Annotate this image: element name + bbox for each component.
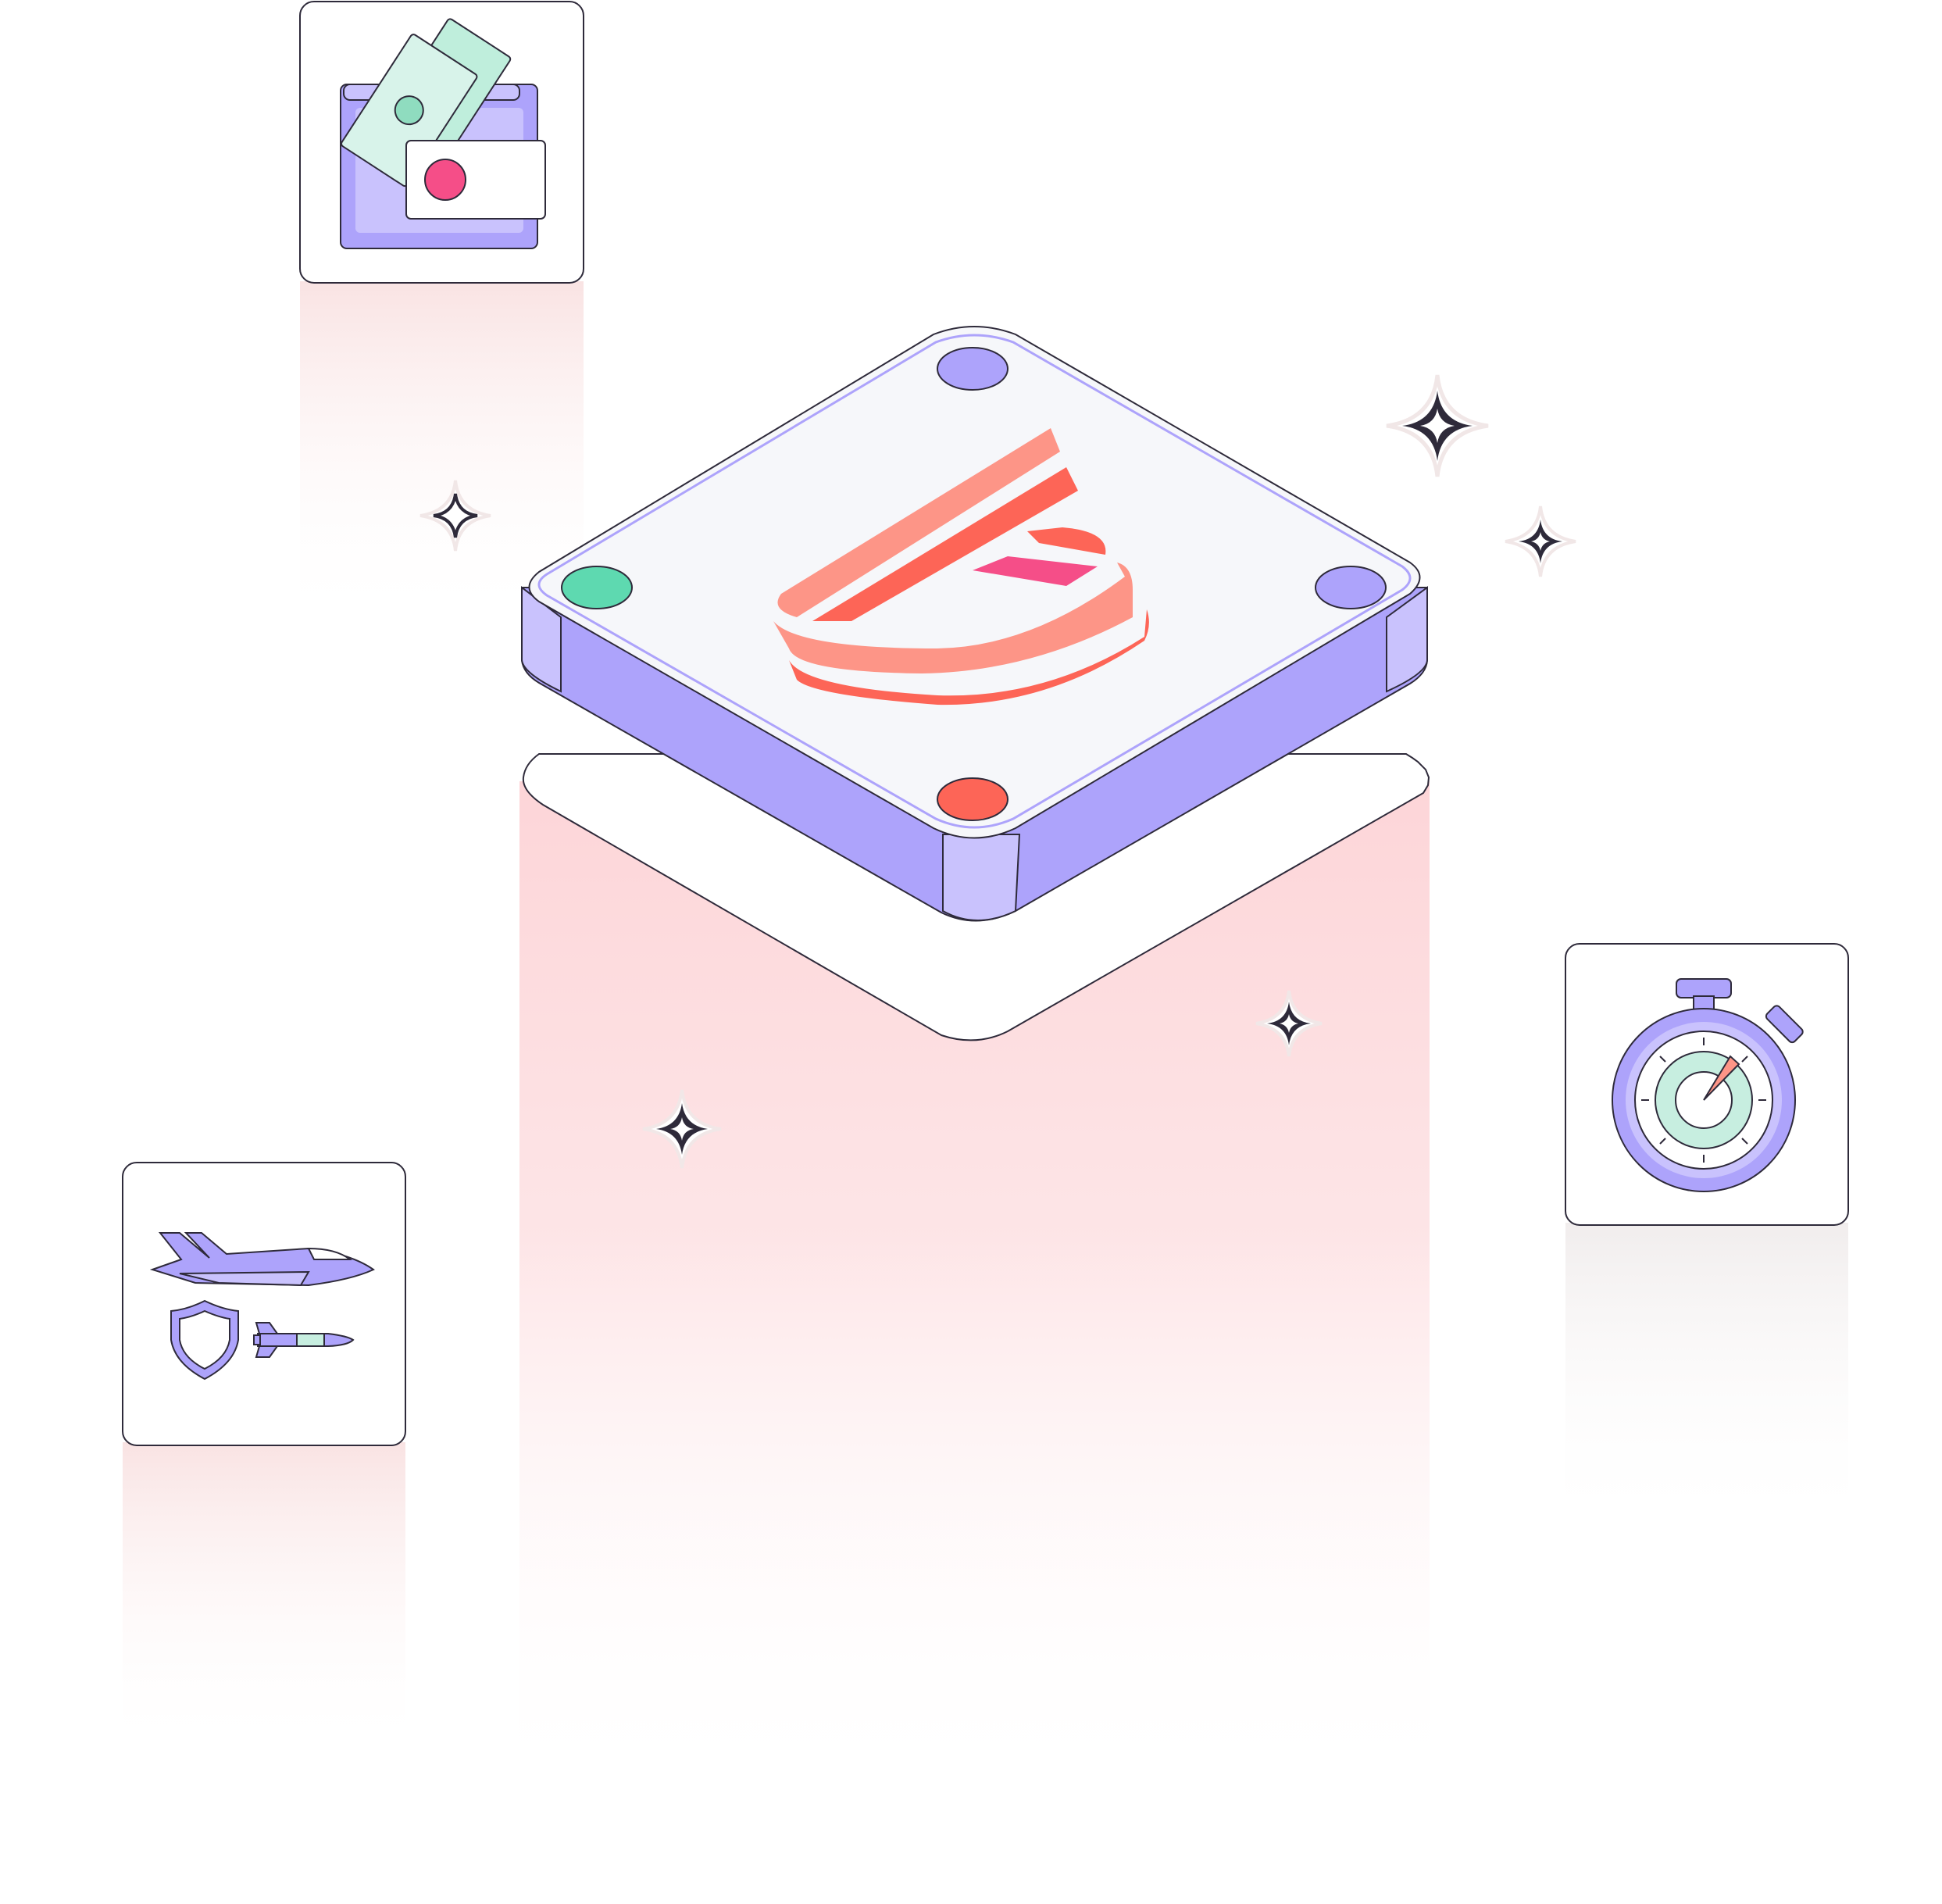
- shield-icon: [170, 1299, 239, 1381]
- wallet-card: [299, 1, 584, 284]
- sparkle-icon: [1505, 505, 1576, 577]
- platform-side-corner-left: [521, 585, 562, 693]
- wallet-icon: [340, 18, 546, 249]
- corner-dot-left: [561, 566, 633, 609]
- corner-dot-right: [1315, 566, 1387, 609]
- corner-dot-bottom: [937, 777, 1008, 821]
- corner-dot-top: [937, 347, 1008, 391]
- platform-side-corner-front: [942, 834, 1021, 921]
- defense-card: [122, 1162, 406, 1446]
- missile-icon: [253, 1322, 355, 1358]
- sparkle-icon: [1255, 990, 1323, 1057]
- fighter-jet-icon: [149, 1232, 375, 1287]
- logo-mark-icon: [773, 428, 1149, 706]
- stopwatch-card-glow: [1565, 1223, 1848, 1535]
- sparkle-icon: [642, 1089, 722, 1169]
- wallet-card-glow: [300, 281, 584, 625]
- platform-top-rim: [537, 334, 1412, 829]
- sparkle-icon: [419, 480, 491, 552]
- stopwatch-icon: [1612, 978, 1804, 1192]
- stopwatch-card: [1565, 943, 1849, 1226]
- platform-side-corner-right: [1386, 586, 1428, 693]
- sparkle-icon: [1386, 374, 1489, 477]
- defense-card-glow: [123, 1442, 405, 1755]
